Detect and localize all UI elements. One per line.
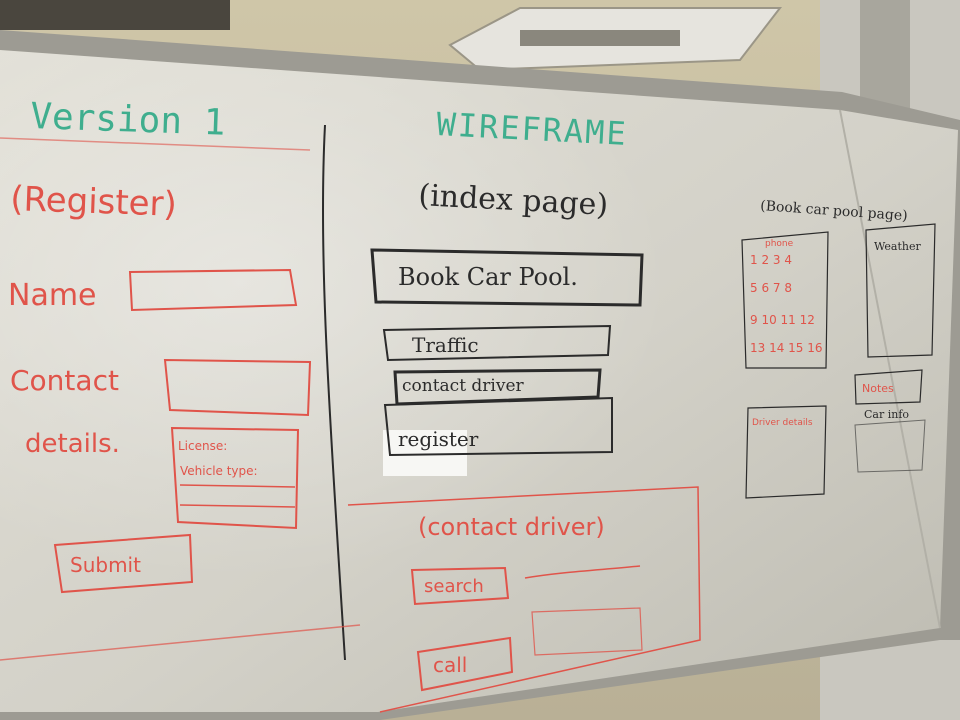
name-field-box bbox=[128, 268, 298, 312]
search-label: search bbox=[424, 576, 484, 597]
weather-box bbox=[865, 223, 936, 358]
details-field-box bbox=[170, 426, 300, 530]
details-line-2: Vehicle type: bbox=[180, 464, 258, 478]
contact-driver-frame bbox=[347, 486, 701, 713]
submit-button-box bbox=[53, 533, 194, 594]
whiteboard-glare bbox=[0, 50, 958, 712]
search-result-box bbox=[531, 607, 643, 656]
contact-driver-box bbox=[393, 368, 602, 406]
divider-top-line bbox=[0, 137, 311, 151]
car-label: Car info bbox=[864, 408, 909, 421]
book-carpool-label: Book Car Pool. bbox=[398, 263, 578, 291]
book-carpool-box bbox=[370, 248, 644, 307]
contact-label: Contact bbox=[10, 364, 119, 397]
phone-grid-label: phone bbox=[765, 239, 794, 249]
notes-label: Notes bbox=[862, 382, 894, 395]
contact-field-box bbox=[163, 358, 312, 417]
weather-label: Weather bbox=[874, 240, 921, 253]
dark-corner bbox=[0, 0, 230, 30]
notes-box bbox=[854, 369, 923, 405]
driver-details-label: Driver details bbox=[752, 418, 813, 428]
board-seam bbox=[839, 109, 941, 629]
submit-label: Submit bbox=[70, 553, 141, 577]
car-info-box bbox=[854, 419, 926, 473]
details-line-1: License: bbox=[178, 439, 227, 453]
driver-details-box bbox=[745, 405, 827, 499]
name-label: Name bbox=[8, 278, 97, 313]
traffic-label: Traffic bbox=[412, 333, 479, 357]
contact-driver-label: contact driver bbox=[402, 376, 525, 396]
contact-driver-heading: (contact driver) bbox=[418, 513, 605, 541]
register-box bbox=[383, 396, 613, 457]
phone-grid-row-2: 5 6 7 8 bbox=[750, 281, 792, 295]
details-rule-2 bbox=[179, 504, 296, 508]
traffic-box bbox=[382, 324, 612, 362]
register-label: register bbox=[398, 427, 479, 451]
title-version: Version 1 bbox=[30, 96, 226, 144]
register-heading: (Register) bbox=[10, 179, 178, 225]
phone-grid-row-4: 13 14 15 16 bbox=[750, 341, 823, 355]
call-label: call bbox=[433, 653, 467, 677]
phone-grid-row-1: 1 2 3 4 bbox=[750, 253, 792, 267]
search-result-line bbox=[524, 565, 641, 579]
details-rule-1 bbox=[179, 484, 296, 488]
register-highlight bbox=[383, 430, 467, 476]
phone-grid-box bbox=[741, 231, 829, 369]
details-label: details. bbox=[25, 429, 120, 459]
divider-left bbox=[321, 124, 346, 661]
ac-vent bbox=[520, 30, 680, 46]
register-bottom-line bbox=[0, 624, 361, 661]
call-button-box bbox=[416, 636, 514, 692]
phone-grid-row-3: 9 10 11 12 bbox=[750, 313, 815, 327]
search-button-box bbox=[410, 566, 510, 606]
